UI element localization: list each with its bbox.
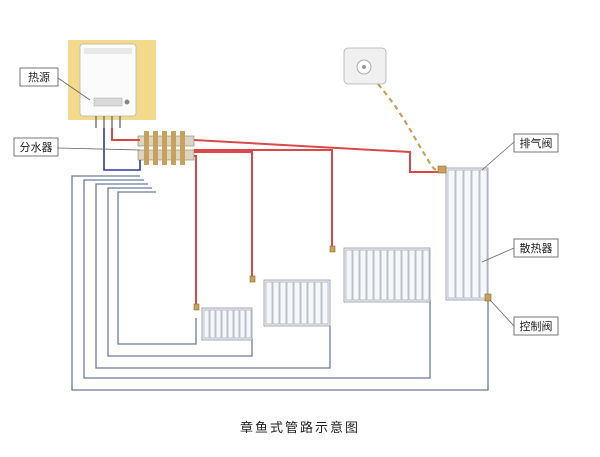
radiator-4 [437,165,492,302]
label-manifold: 分水器 [13,137,59,157]
label-exhaust-valve: 排气阀 [513,133,559,153]
label-control-valve-text: 控制阀 [520,319,553,333]
label-heat-source-text: 热源 [28,70,50,84]
thermostat-cable [377,83,441,173]
radiator-1 [193,303,253,341]
label-control-valve: 控制阀 [513,316,559,336]
manifold [137,131,195,165]
radiator-2 [249,275,331,327]
boiler [68,40,156,128]
boiler-supply-pipe [111,128,140,141]
label-radiator: 散热器 [513,238,559,258]
diagram-caption: 章鱼式管路示意图 [240,420,360,436]
return-pipes [71,175,489,391]
label-exhaust-valve-text: 排气阀 [520,136,553,150]
supply-pipes [193,139,444,306]
leader-lines [57,77,515,327]
thermostat [343,47,387,85]
radiator-3 [329,245,431,303]
label-heat-source: 热源 [19,67,59,87]
label-radiator-text: 散热器 [520,241,553,255]
label-manifold-text: 分水器 [20,141,53,154]
